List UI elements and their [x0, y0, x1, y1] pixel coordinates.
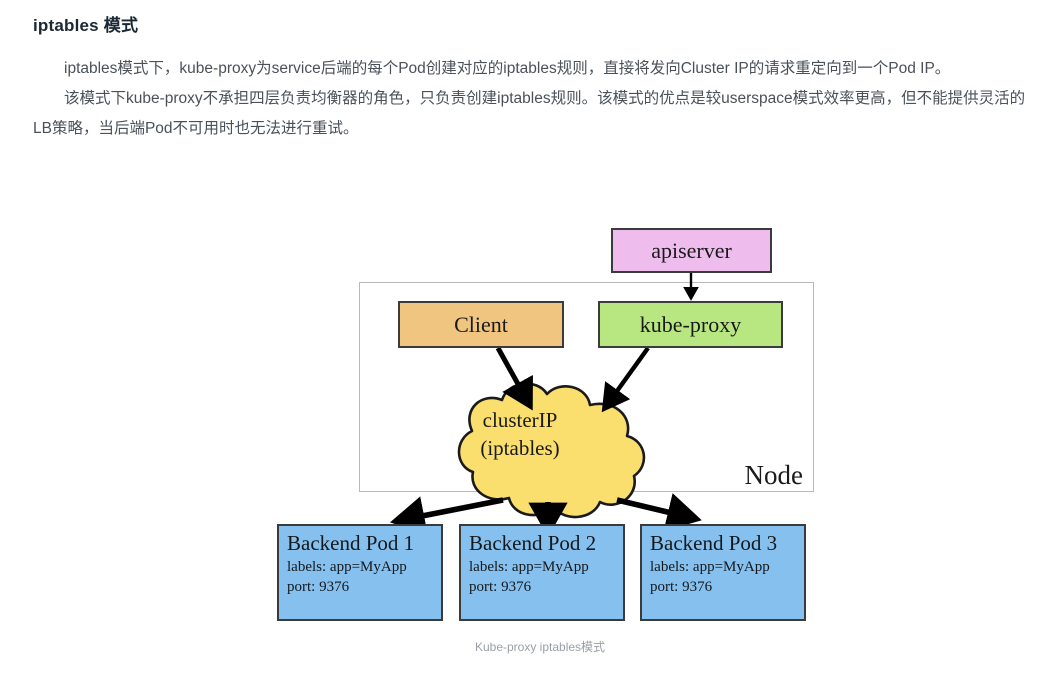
backend-pod-2-title: Backend Pod 2 — [469, 531, 597, 555]
diagram-connectors-svg — [390, 273, 702, 538]
backend-pod-3-title: Backend Pod 3 — [650, 531, 778, 555]
backend-pod-3-box: Backend Pod 3 labels: app=MyApp port: 93… — [640, 524, 806, 621]
paragraph-1: iptables模式下，kube-proxy为service后端的每个Pod创建… — [64, 59, 951, 77]
kube-proxy-box: kube-proxy — [598, 301, 783, 348]
paragraph-2: 该模式下kube-proxy不承担四层负责均衡器的角色，只负责创建iptable… — [33, 89, 1026, 137]
client-box: Client — [398, 301, 564, 348]
backend-pod-2-labels: labels: app=MyApp — [469, 559, 589, 575]
backend-pod-3-port: port: 9376 — [650, 579, 713, 595]
backend-pod-3-labels: labels: app=MyApp — [650, 559, 770, 575]
article-body: iptables 模式 iptables模式下，kube-proxy为servi… — [33, 14, 1033, 144]
backend-pod-2-port: port: 9376 — [469, 579, 532, 595]
page-title: iptables 模式 — [33, 16, 139, 35]
arrow-kubeproxy-to-clusterip — [601, 346, 650, 413]
apiserver-box: apiserver — [611, 228, 772, 273]
backend-pod-1-labels: labels: app=MyApp — [287, 559, 407, 575]
figure-caption: Kube-proxy iptables模式 — [474, 640, 606, 654]
arrow-clusterip-to-pod-1 — [390, 496, 504, 535]
backend-pod-1-port: port: 9376 — [287, 579, 350, 595]
client-box-label: Client — [454, 311, 508, 337]
node-label: Node — [744, 460, 803, 490]
diagram-region: Node — [0, 210, 1054, 674]
backend-pod-1-title: Backend Pod 1 — [287, 531, 415, 555]
clusterip-cloud — [457, 382, 646, 519]
kube-proxy-iptables-figure: Node — [240, 210, 840, 674]
arrow-clusterip-to-pod-3 — [616, 493, 702, 532]
kube-proxy-box-label: kube-proxy — [639, 311, 742, 337]
apiserver-box-label: apiserver — [651, 237, 732, 263]
backend-pod-1-box: Backend Pod 1 labels: app=MyApp port: 93… — [277, 524, 443, 621]
backend-pod-2-box: Backend Pod 2 labels: app=MyApp port: 93… — [459, 524, 625, 621]
arrow-client-to-clusterip — [495, 346, 533, 411]
